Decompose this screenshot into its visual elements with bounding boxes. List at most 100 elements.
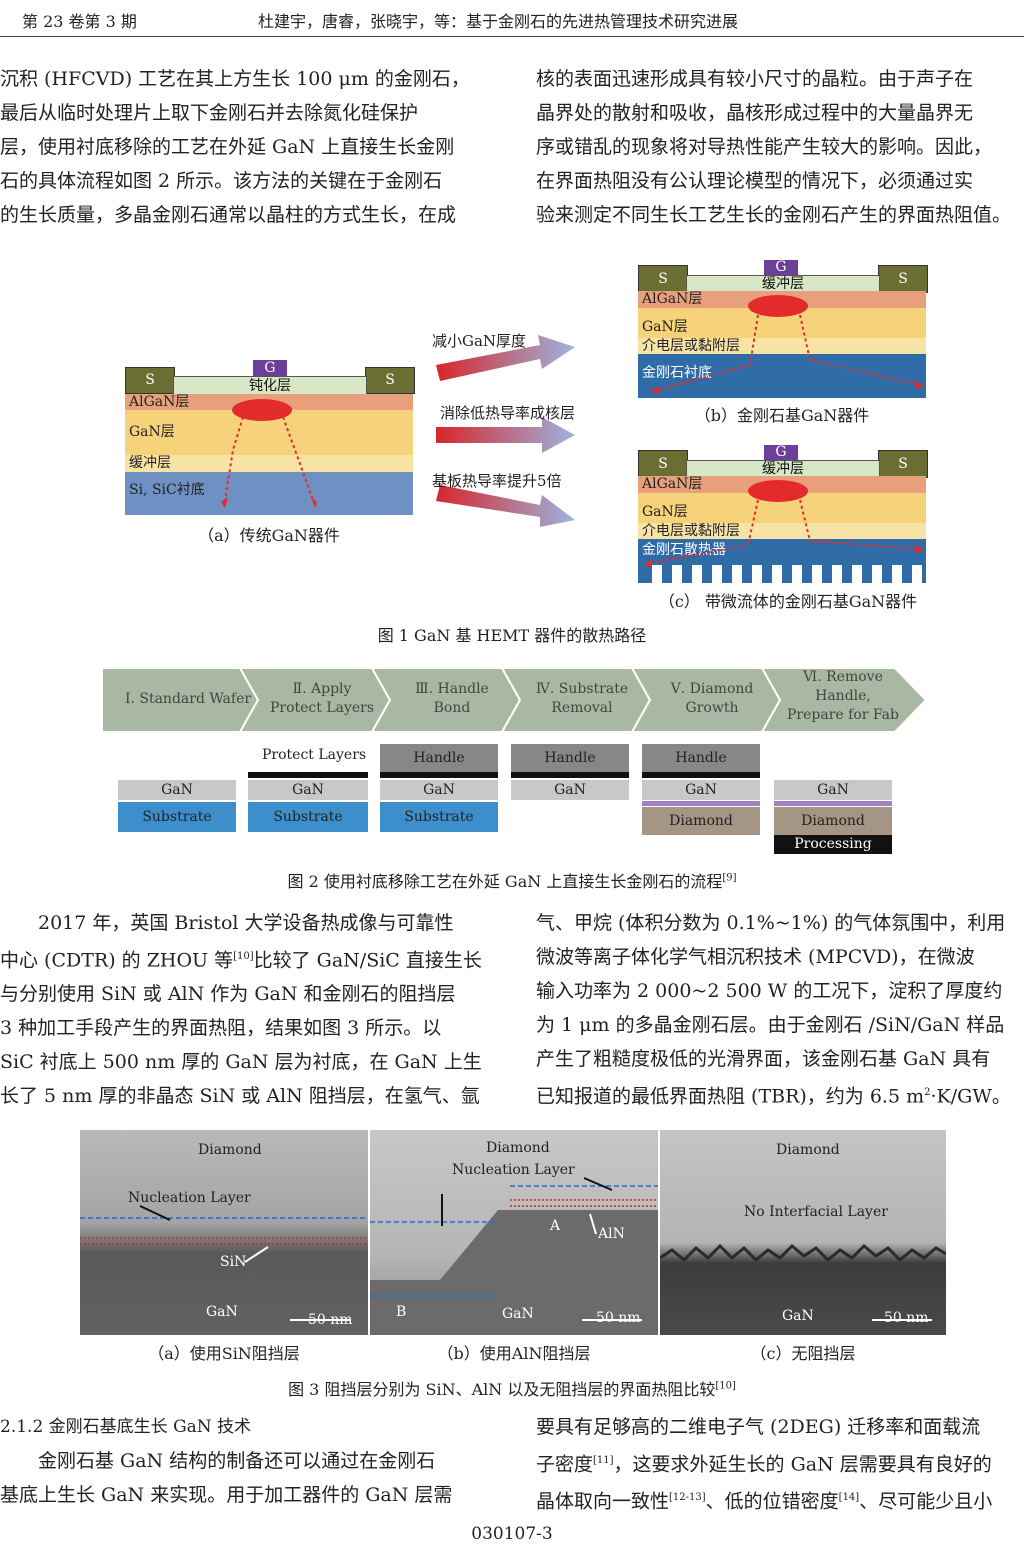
arrow-label: 消除低热导率成核层 xyxy=(440,404,576,422)
step-text: Ⅰ. Standard Wafer xyxy=(124,691,252,707)
citation[interactable]: [12-13] xyxy=(669,1492,706,1504)
heat-path-overlay xyxy=(644,480,924,583)
journal-issue: 第 23 卷第 3 期 xyxy=(22,12,137,31)
text-line: 最后从临时处理片上取下金刚石并去除氮化硅保护 xyxy=(0,102,419,124)
figure-1: S S G 钝化层 AlGaN层 GaN层 缓冲层 Si, SiC衬底 （a）传… xyxy=(0,250,1024,650)
text-span: ，这要求外延生长的 GaN 层需要具有良好的 xyxy=(613,1453,992,1476)
step-text: Bond xyxy=(433,700,471,716)
heat-path xyxy=(799,499,921,550)
improvement-arrows xyxy=(436,335,575,527)
tem-overlay xyxy=(80,1205,368,1321)
step-text: Ⅱ. Apply xyxy=(292,681,352,697)
scale-label: 50 nm xyxy=(596,1310,641,1326)
subfigure-caption: （b）金刚石基GaN器件 xyxy=(694,406,870,425)
heat-arrow-head xyxy=(650,386,660,394)
text-line: SiC 衬底上 500 nm 厚的 GaN 层为衬底，在 GaN 上生 xyxy=(0,1051,482,1074)
text-line: 要具有足够高的二维电子气 (2DEG) 迁移率和面载流 xyxy=(536,1416,981,1438)
arrow-label: 基板热导率提升5倍 xyxy=(432,472,562,490)
text-line: 微波等离子体化学气相沉积技术 (MPCVD)，在微波 xyxy=(536,946,975,968)
gate-contact: G xyxy=(253,360,287,376)
heat-arrow-head xyxy=(311,497,317,508)
running-header: 第 23 卷第 3 期 杜建宇，唐睿，张晓宇，等：基于金刚石的先进热管理技术研究… xyxy=(0,0,1024,37)
authors-title: 杜建宇，唐睿，张晓宇，等：基于金刚石的先进热管理技术研究进展 xyxy=(258,12,739,31)
label-arrow xyxy=(583,1177,613,1191)
step-label: Ⅰ. Standard Wafer xyxy=(118,690,258,709)
substrate-layer: Si, SiC衬底 xyxy=(125,472,413,515)
text-line: 晶界处的散射和吸收，晶核形成过程中的大量晶界无 xyxy=(536,102,974,124)
interlayer-band xyxy=(642,801,760,806)
hot-spot xyxy=(748,480,808,502)
region-label: Nucleation Layer xyxy=(128,1190,251,1206)
microchannels xyxy=(652,565,922,583)
region-label: A xyxy=(550,1218,561,1234)
region-label: SiN xyxy=(220,1254,247,1270)
text-line: 已知报道的最低界面热阻 (TBR)，约为 6.5 m2·K/GW。 xyxy=(536,1076,1024,1113)
handle-layer: Handle xyxy=(511,744,629,772)
processing-carrier-layer: Processing Carrier xyxy=(774,835,892,871)
subfigure-caption: （a）传统GaN器件 xyxy=(198,526,340,545)
heat-path xyxy=(649,499,759,564)
protect-layer-band xyxy=(248,772,368,778)
region-label: No Interfacial Layer xyxy=(744,1204,888,1220)
figure-caption: 图 3 阻挡层分别为 SiN、AlN 以及无阻挡层的界面热阻比较[10] xyxy=(0,1376,1024,1400)
source-contact-left: S xyxy=(125,367,175,394)
subfigure-caption: （b）使用AlN阻挡层 xyxy=(437,1344,591,1363)
step-text: Handle, xyxy=(815,688,871,704)
protect-layer-band xyxy=(642,772,760,778)
heat-path xyxy=(224,416,244,501)
text-line: 层，使用衬底移除的工艺在外延 GaN 上直接生长金刚 xyxy=(0,136,455,158)
citation[interactable]: [14] xyxy=(838,1492,860,1504)
text-line: 金刚石基 GaN 结构的制备还可以通过在金刚石 xyxy=(38,1450,436,1472)
arrow-label: 减小GaN厚度 xyxy=(432,332,527,350)
gate-contact: G xyxy=(764,445,798,460)
step-text: Removal xyxy=(551,700,613,716)
text-span: 比较了 GaN/SiC 直接生长 xyxy=(253,949,482,972)
heat-path-overlay xyxy=(650,295,924,394)
citation[interactable]: [10] xyxy=(715,1380,736,1392)
heat-arrow-head xyxy=(221,497,228,508)
text-line: 子密度[11]，这要求外延生长的 GaN 层需要具有良好的 xyxy=(536,1444,1024,1481)
text-line: 核的表面迅速形成具有较小尺寸的晶粒。由于声子在 xyxy=(536,68,974,90)
tem-overlay xyxy=(370,1177,658,1335)
tem-overlay xyxy=(660,1243,946,1321)
protect-layer-band xyxy=(380,772,498,778)
text-line: 2017 年，英国 Bristol 大学设备热成像与可靠性 xyxy=(38,912,454,934)
text-span: 晶体取向一致性 xyxy=(536,1490,670,1513)
source-contact-left: S xyxy=(638,450,688,478)
heat-arrow-head xyxy=(644,559,652,567)
citation[interactable]: [10] xyxy=(233,951,254,962)
step-text: Protect Layers xyxy=(269,700,375,716)
diamond-layer: Diamond xyxy=(642,807,760,835)
gate-contact: G xyxy=(764,260,798,275)
handle-layer: Handle xyxy=(642,744,760,772)
device-b: S S G 缓冲层 AlGaN层 GaN层 介电层或黏附层 金刚石衬底 xyxy=(638,260,928,398)
region-label: Nucleation Layer xyxy=(452,1162,575,1178)
gan-layer: GaN xyxy=(511,780,629,800)
text-span: 、尽可能少且小 xyxy=(859,1490,993,1513)
gan-layer: GaN xyxy=(380,780,498,800)
substrate-layer: Substrate xyxy=(248,802,368,832)
text-line: 与分别使用 SiN 或 AlN 作为 GaN 和金刚石的阻挡层 xyxy=(0,983,456,1006)
region-label: Diamond xyxy=(198,1142,262,1158)
figure-caption: 图 2 使用衬底移除工艺在外延 GaN 上直接生长金刚石的流程[9] xyxy=(0,868,1024,892)
heat-arrow-head xyxy=(916,381,924,389)
handle-layer: Handle xyxy=(380,744,498,772)
region-label: GaN xyxy=(502,1306,534,1322)
text-span: ·K/GW。 xyxy=(930,1085,1011,1108)
citation[interactable]: [11] xyxy=(593,1455,614,1466)
dielectric-layer: 介电层或黏附层 xyxy=(638,338,926,354)
source-contact-right: S xyxy=(878,450,928,478)
gan-layer: GaN xyxy=(642,780,760,800)
text-span: 中心 (CDTR) 的 ZHOU 等 xyxy=(0,949,234,972)
text-line: 长了 5 nm 厚的非晶态 SiN 或 AlN 阻挡层，在氢气、氩 xyxy=(0,1085,480,1108)
label-arrow xyxy=(589,1213,597,1235)
text-line: 在界面热阻没有公认理论模型的情况下，必须通过实 xyxy=(536,170,974,192)
gan-layer: GaN xyxy=(248,780,368,800)
citation[interactable]: [9] xyxy=(722,872,737,884)
gan-layer: GaN xyxy=(118,780,236,800)
